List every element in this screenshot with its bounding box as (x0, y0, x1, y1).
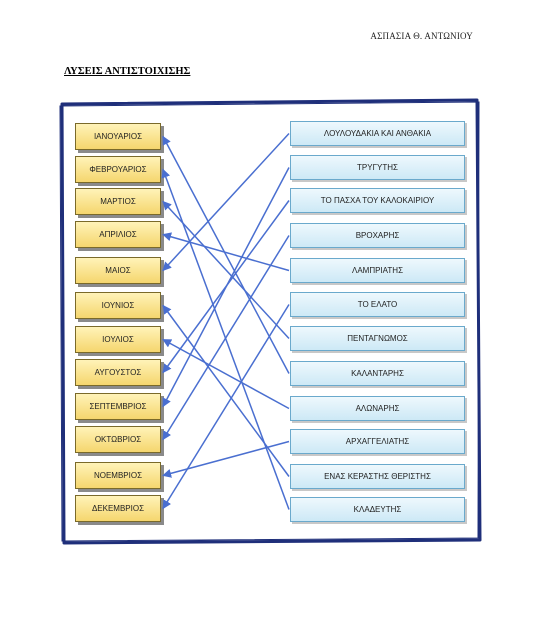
month-box: ΜΑΡΤΙΟΣ (75, 188, 161, 215)
phrase-box: ΛΑΜΠΡΙΑΤΗΣ (290, 258, 465, 283)
phrase-box: ΒΡΟΧΑΡΗΣ (290, 223, 465, 248)
month-box: ΝΟΕΜΒΡΙΟΣ (75, 462, 161, 489)
phrase-box: ΑΛΩΝΑΡΗΣ (290, 396, 465, 421)
month-box: ΦΕΒΡΟΥΑΡΙΟΣ (75, 156, 161, 183)
phrase-box: ΠΕΝΤΑΓΝΩΜΟΣ (290, 326, 465, 351)
month-box: ΟΚΤΩΒΡΙΟΣ (75, 426, 161, 453)
phrase-box: ΤΟ ΠΑΣΧΑ ΤΟΥ ΚΑΛΟΚΑΙΡΙΟΥ (290, 188, 465, 213)
phrase-box: ΤΡΥΓΥΤΗΣ (290, 155, 465, 180)
phrase-box: ΛΟΥΛΟΥΔΑΚΙΑ ΚΑΙ ΑΝΘΑΚΙΑ (290, 121, 465, 146)
month-box: ΑΥΓΟΥΣΤΟΣ (75, 359, 161, 386)
phrase-box: ΕΝΑΣ ΚΕΡΑΣΤΗΣ ΘΕΡΙΣΤΗΣ (290, 464, 465, 489)
month-box: ΣΕΠΤΕΜΒΡΙΟΣ (75, 393, 161, 420)
month-box: ΙΑΝΟΥΑΡΙΟΣ (75, 123, 161, 150)
author-name: ΑΣΠΑΣΙΑ Θ. ΑΝΤΩΝΙΟΥ (370, 31, 473, 41)
month-box: ΜΑΙΟΣ (75, 257, 161, 284)
month-box: ΙΟΥΝΙΟΣ (75, 292, 161, 319)
month-box: ΔΕΚΕΜΒΡΙΟΣ (75, 495, 161, 522)
month-box: ΙΟΥΛΙΟΣ (75, 326, 161, 353)
phrase-box: ΤΟ ΕΛΑΤΟ (290, 292, 465, 317)
month-box: ΑΠΡΙΛΙΟΣ (75, 221, 161, 248)
phrase-box: ΑΡΧΑΓΓΕΛΙΑΤΗΣ (290, 429, 465, 454)
phrase-box: ΚΑΛΑΝΤΑΡΗΣ (290, 361, 465, 386)
page-title: ΛΥΣΕΙΣ ΑΝΤΙΣΤΟΙΧΙΣΗΣ (64, 66, 191, 77)
phrase-box: ΚΛΑΔΕΥΤΗΣ (290, 497, 465, 522)
